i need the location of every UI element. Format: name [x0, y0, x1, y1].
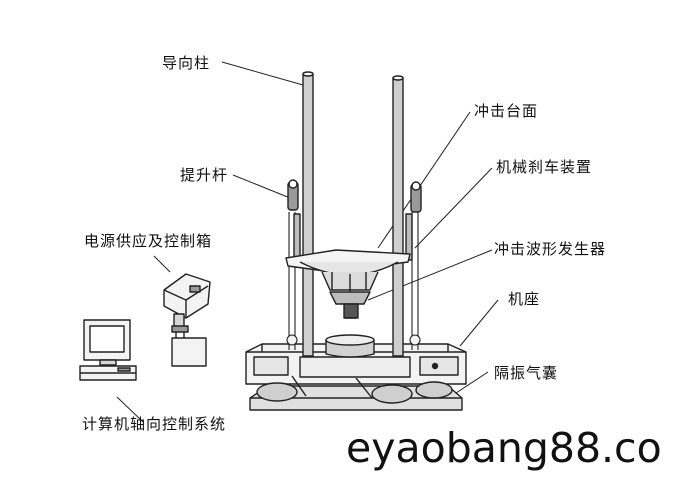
label-waveform-generator: 冲击波形发生器: [494, 240, 607, 258]
label-isolation-airbag: 隔振气囊: [494, 364, 559, 382]
seismic-mass: [325, 334, 375, 358]
label-shock-table: 冲击台面: [474, 102, 539, 120]
label-machine-base: 机座: [508, 290, 541, 308]
guide-columns: [302, 71, 404, 357]
shock-table: [285, 249, 411, 292]
label-power-control-box: 电源供应及控制箱: [84, 232, 213, 250]
isolation-airbags: [256, 375, 453, 404]
waveform-generator: [329, 291, 371, 319]
watermark-text: eyaobang88.co: [346, 424, 662, 472]
mechanical-brakes: [287, 179, 422, 261]
label-mechanical-brake: 机械刹车装置: [496, 158, 593, 176]
label-guide-column: 导向柱: [162, 54, 211, 72]
label-computer-control-system: 计算机轴向控制系统: [82, 415, 227, 433]
label-lift-rod: 提升杆: [180, 166, 229, 184]
computer-terminal: [79, 319, 137, 381]
power-control-box: [163, 273, 211, 367]
